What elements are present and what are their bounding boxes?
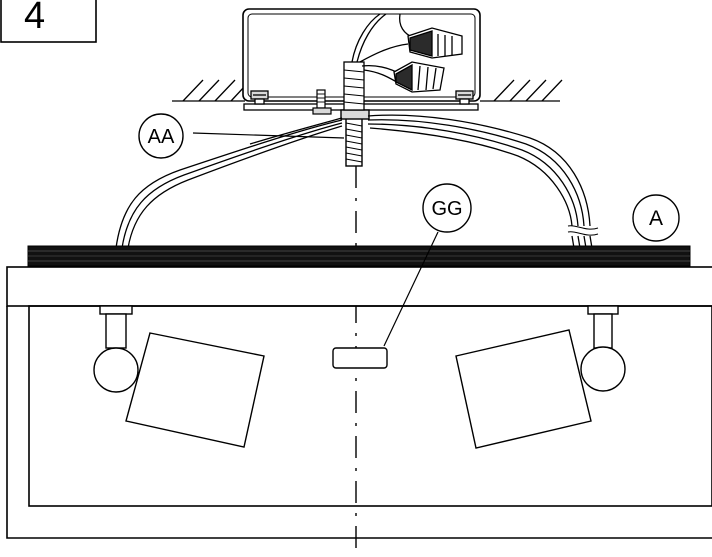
callout-gg-label: GG <box>431 198 462 220</box>
gg-part <box>332 347 388 369</box>
ground-screw <box>312 89 332 115</box>
callout-aa-label: AA <box>148 126 175 148</box>
wire-connector-lower <box>393 61 445 93</box>
step-number: 4 <box>24 0 45 37</box>
leader-lines <box>192 132 439 347</box>
step-number-box: 4 <box>0 0 97 43</box>
box-screw-right <box>455 90 474 105</box>
lamp-right <box>455 305 626 449</box>
canopy-plate <box>27 245 691 267</box>
wire-connector-upper <box>407 27 463 59</box>
lamp-left <box>93 305 265 448</box>
callout-a-label: A <box>649 207 663 230</box>
threaded-nipple <box>340 61 370 167</box>
fixture-wires-right <box>367 114 599 249</box>
callout-gg: GG <box>422 183 472 233</box>
ceiling-hatching <box>172 79 563 102</box>
fixture-top-rail <box>6 266 712 307</box>
fixture-wires-left <box>115 117 343 249</box>
box-screw-left <box>250 90 269 105</box>
callout-a: A <box>632 194 680 242</box>
fixture-body <box>6 305 712 539</box>
callout-aa: AA <box>138 113 184 159</box>
